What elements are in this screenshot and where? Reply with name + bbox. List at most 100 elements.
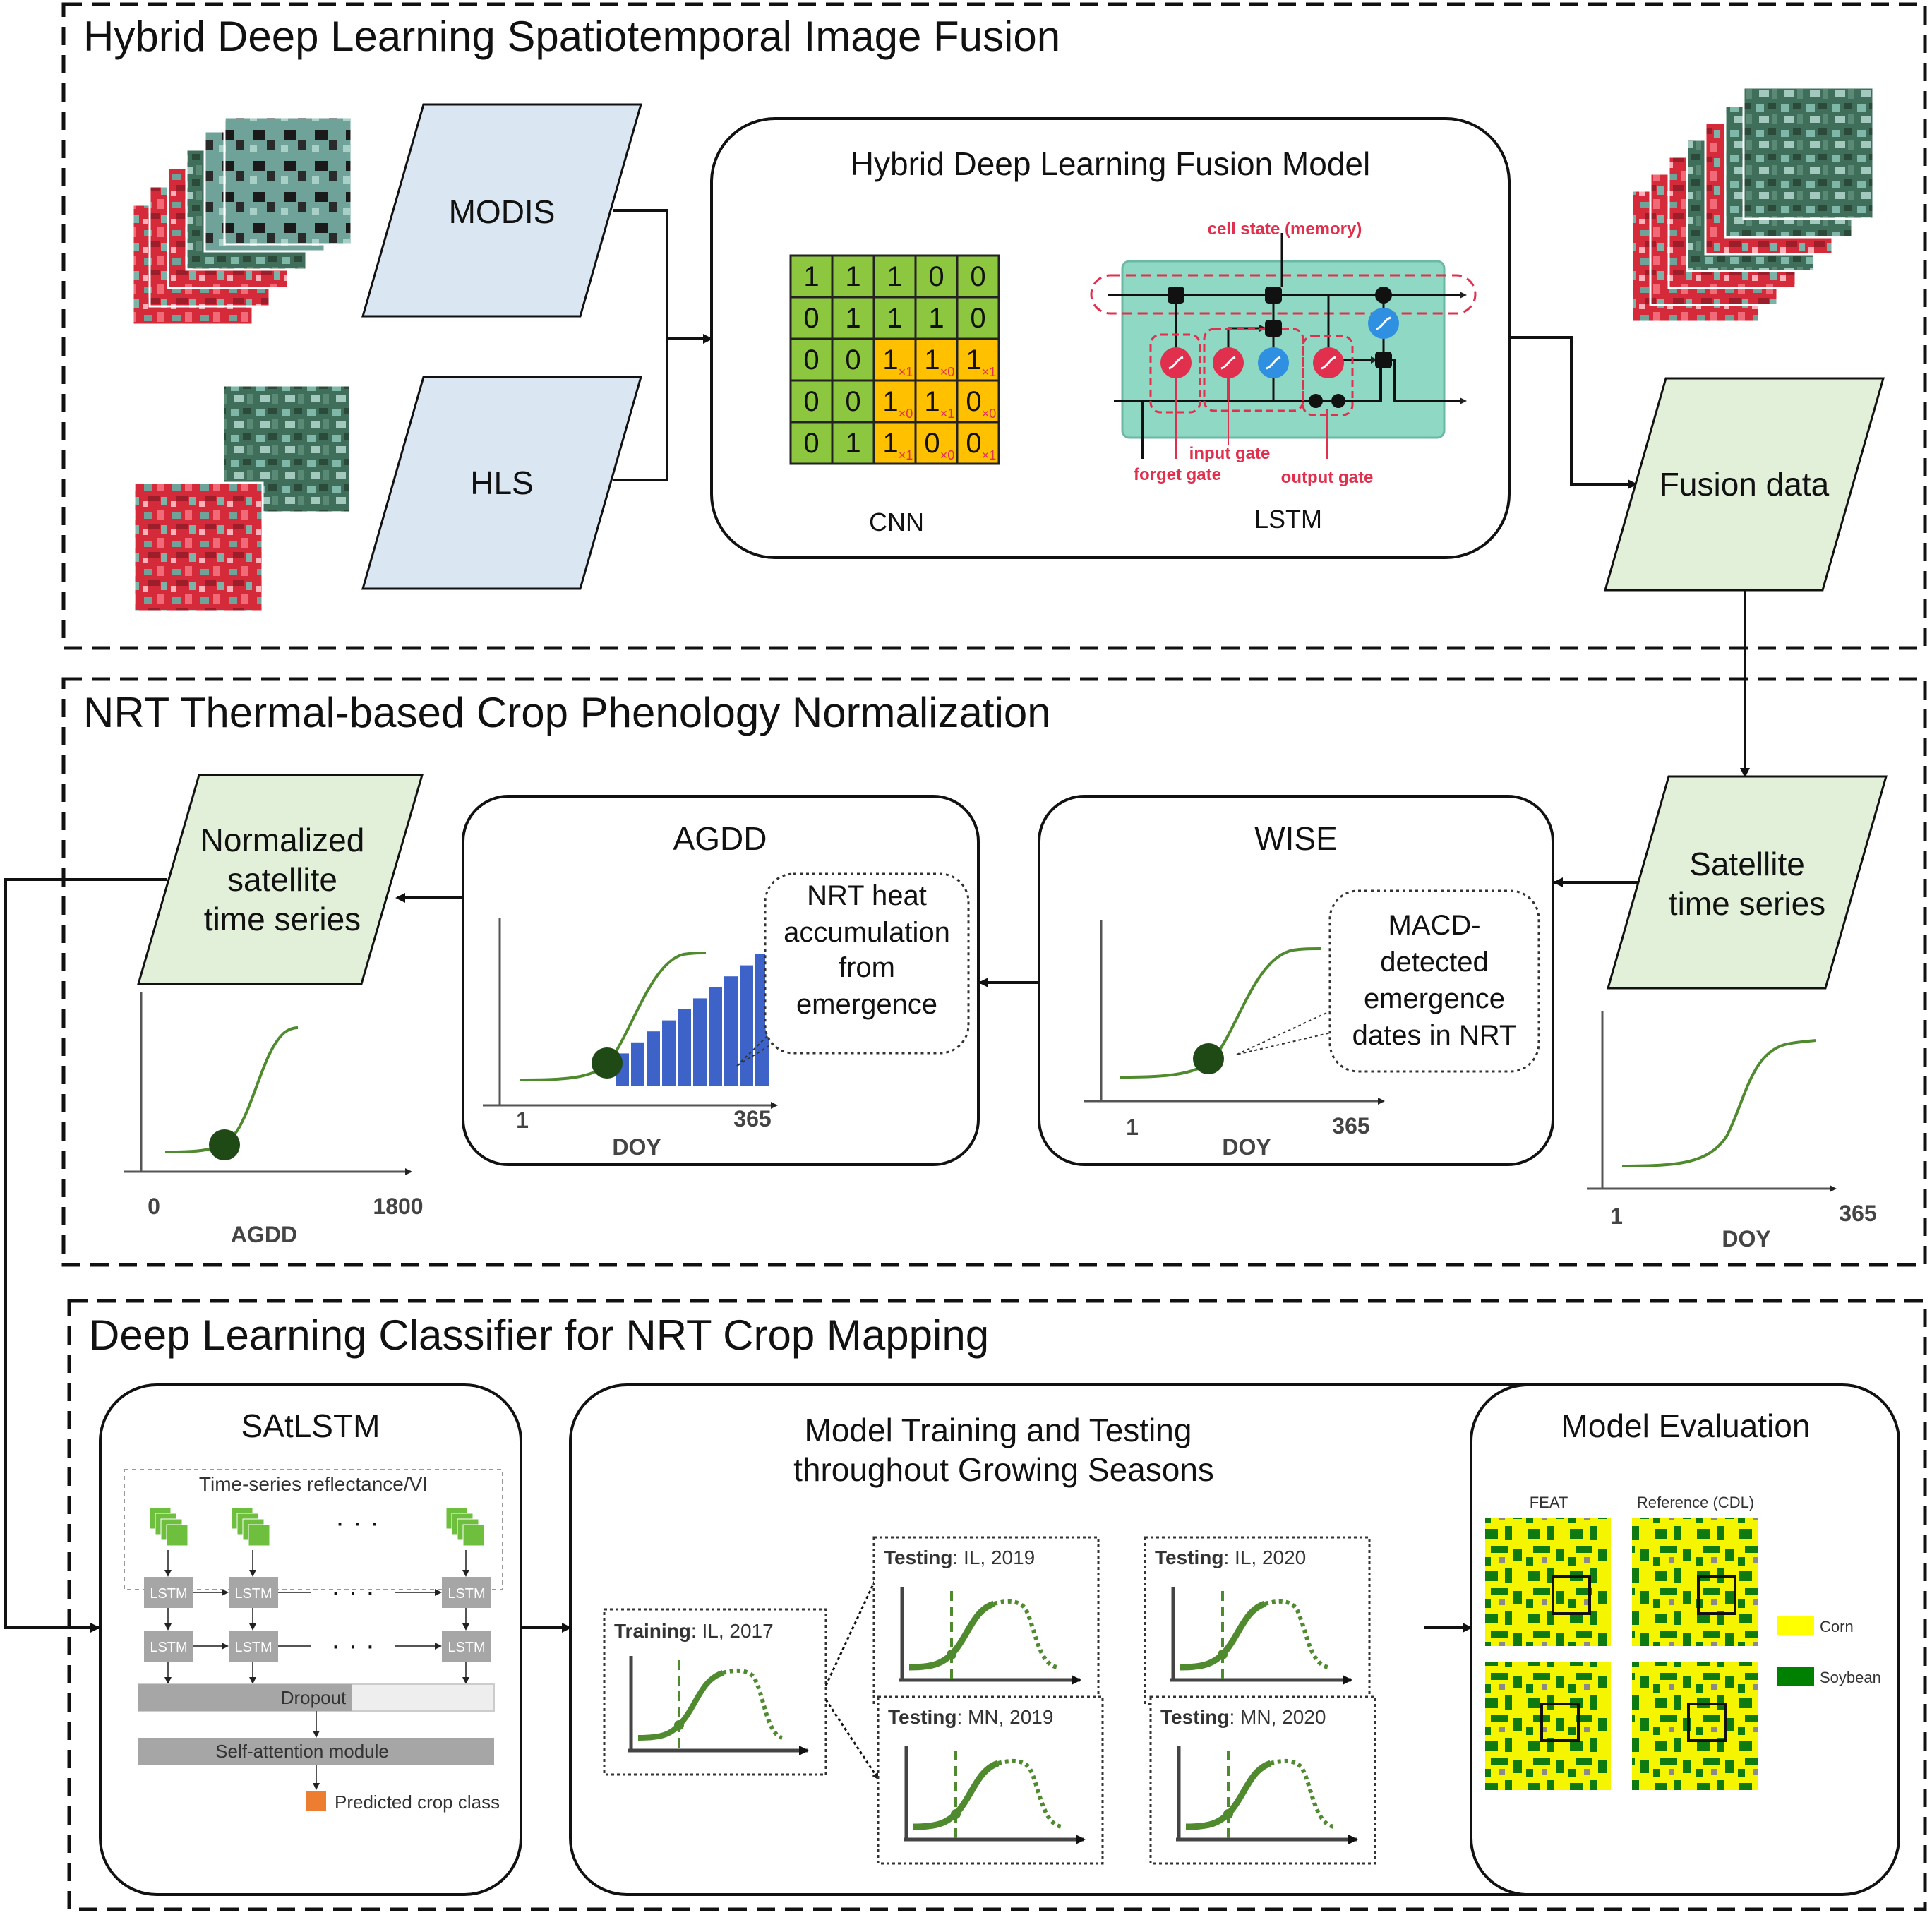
section-classifier-frame: [67, 1299, 1927, 1911]
agdd-bar: [724, 976, 738, 1086]
predicted-class-marker: [306, 1791, 326, 1811]
lstm-input-gate-label: input gate: [1189, 444, 1271, 463]
evaluation-title: Model Evaluation: [1561, 1407, 1811, 1444]
normalized-axis-start: 0: [148, 1194, 160, 1219]
wise-callout: [1328, 889, 1540, 1073]
section-classifier-title: Deep Learning Classifier for NRT Crop Ma…: [89, 1311, 989, 1359]
cnn-cell: [831, 296, 875, 340]
normalized-to-classifier-arrow: [4, 878, 167, 1633]
training-title-line2: throughout Growing Seasons: [793, 1451, 1214, 1488]
cnn-cell-value: 0: [928, 261, 944, 292]
hls-image-stack: [133, 384, 352, 613]
satellite-time-series-input: [1607, 775, 1888, 990]
cnn-cell: [872, 379, 917, 424]
cnn-cell-value: 0: [803, 428, 819, 459]
evaluation-maps: [1485, 1518, 1758, 1790]
cnn-kernel-weight: ×1: [982, 365, 997, 379]
agdd-callout-line2: accumulation: [784, 917, 950, 948]
dropout-label: Dropout: [281, 1687, 347, 1708]
testing-panel-title: Testing: IL, 2020: [1155, 1547, 1306, 1568]
wise-emergence-marker: [1193, 1043, 1224, 1074]
modis-label: MODIS: [449, 193, 556, 230]
testing-panel-title: Testing: IL, 2019: [884, 1547, 1035, 1568]
legend-label-soybean: Soybean: [1820, 1669, 1881, 1686]
normalized-label-line3: time series: [204, 901, 361, 937]
agdd-box-axis-label: DOY: [612, 1134, 661, 1160]
satellite-axis-start: 1: [1610, 1203, 1623, 1229]
cnn-kernel-weight: ×1: [899, 365, 913, 379]
cnn-kernel-weight: ×1: [982, 448, 997, 462]
wise-callout-line4: dates in NRT: [1352, 1020, 1517, 1051]
lstm-cell: [1090, 233, 1477, 459]
lstm-output-gate-label: output gate: [1281, 468, 1374, 487]
agdd-bar: [693, 998, 707, 1086]
satlstm-input-frame: [124, 1469, 503, 1590]
agdd-callout-line4: emergence: [796, 989, 937, 1020]
cnn-cell: [956, 379, 1000, 424]
legend-swatch-corn: [1777, 1616, 1814, 1635]
lstm-row1-ellipsis: · · ·: [331, 1576, 375, 1607]
normalized-label-line1: Normalized: [200, 822, 365, 858]
lstm-cell-1-3: LSTM: [448, 1586, 485, 1602]
modis-image-stack: [131, 116, 353, 326]
cnn-label: CNN: [869, 508, 924, 536]
self-attention-bar: [138, 1738, 494, 1765]
agdd-bar: [740, 965, 753, 1086]
cnn-cell: [789, 379, 834, 424]
testing-panel: [872, 1536, 1100, 1705]
cnn-cell-value: 1: [845, 428, 860, 459]
predicted-class-label: Predicted crop class: [335, 1791, 500, 1813]
cnn-cell-value: 1: [803, 261, 819, 292]
training-panel-chart: [628, 1656, 809, 1755]
feat-label: FEAT: [1530, 1494, 1568, 1511]
agdd-bar: [631, 1042, 644, 1086]
cnn-cell-value: 1: [887, 261, 902, 292]
cnn-cell-value: 0: [966, 428, 981, 459]
cnn-cell: [831, 421, 875, 465]
wise-axis-end: 365: [1332, 1113, 1369, 1139]
satellite-axis-label: DOY: [1722, 1226, 1770, 1251]
training-title-line1: Model Training and Testing: [805, 1412, 1192, 1448]
agdd-box-axis-start: 1: [516, 1107, 529, 1133]
agdd-emergence-marker: [592, 1047, 623, 1079]
cnn-cell-value: 0: [803, 386, 819, 417]
normalized-label-line2: satellite: [227, 861, 337, 898]
cnn-kernel-weight: ×0: [940, 365, 955, 379]
satellite-label-line1: Satellite: [1689, 846, 1805, 882]
cnn-cell-value: 0: [970, 261, 985, 292]
wise-title: WISE: [1254, 820, 1338, 857]
fusion-output-image-stack: [1631, 86, 1875, 323]
cnn-cell: [914, 379, 959, 424]
agdd-bars: [616, 954, 769, 1086]
section-fusion-title: Hybrid Deep Learning Spatiotemporal Imag…: [83, 13, 1060, 60]
agdd-box-axis-end: 365: [733, 1106, 771, 1131]
satlstm-input-ellipsis: · · ·: [335, 1507, 379, 1538]
agdd-callout-line3: from: [839, 952, 895, 983]
testing-panel: [877, 1695, 1104, 1865]
testing-panel-chart: [1170, 1587, 1352, 1685]
hls-input: [361, 376, 642, 590]
wise-axis-start: 1: [1126, 1115, 1139, 1140]
wise-callout-line3: emergence: [1364, 983, 1505, 1014]
wise-axis-label: DOY: [1222, 1134, 1271, 1160]
agdd-callout-line1: NRT heat: [807, 880, 927, 911]
legend-swatch-soybean: [1777, 1667, 1814, 1686]
cnn-cell-value: 0: [970, 303, 985, 334]
training-to-test-top-arrow: [824, 1573, 880, 1686]
normalized-axis-end: 1800: [373, 1194, 423, 1219]
lstm-row2-ellipsis: · · ·: [331, 1630, 375, 1661]
agdd-callout: [764, 872, 970, 1055]
lstm-cell-state-label: cell state (memory): [1208, 220, 1362, 239]
fusion-model-title: Hybrid Deep Learning Fusion Model: [851, 145, 1370, 182]
cnn-cell: [956, 296, 1000, 340]
cnn-cell: [914, 421, 959, 465]
agdd-bar: [709, 987, 722, 1086]
section-normalization-frame: [61, 677, 1927, 1267]
testing-panel-chart: [899, 1587, 1081, 1685]
cnn-cell-value: 1: [882, 386, 898, 417]
lstm-cell-1-2: LSTM: [234, 1586, 272, 1602]
